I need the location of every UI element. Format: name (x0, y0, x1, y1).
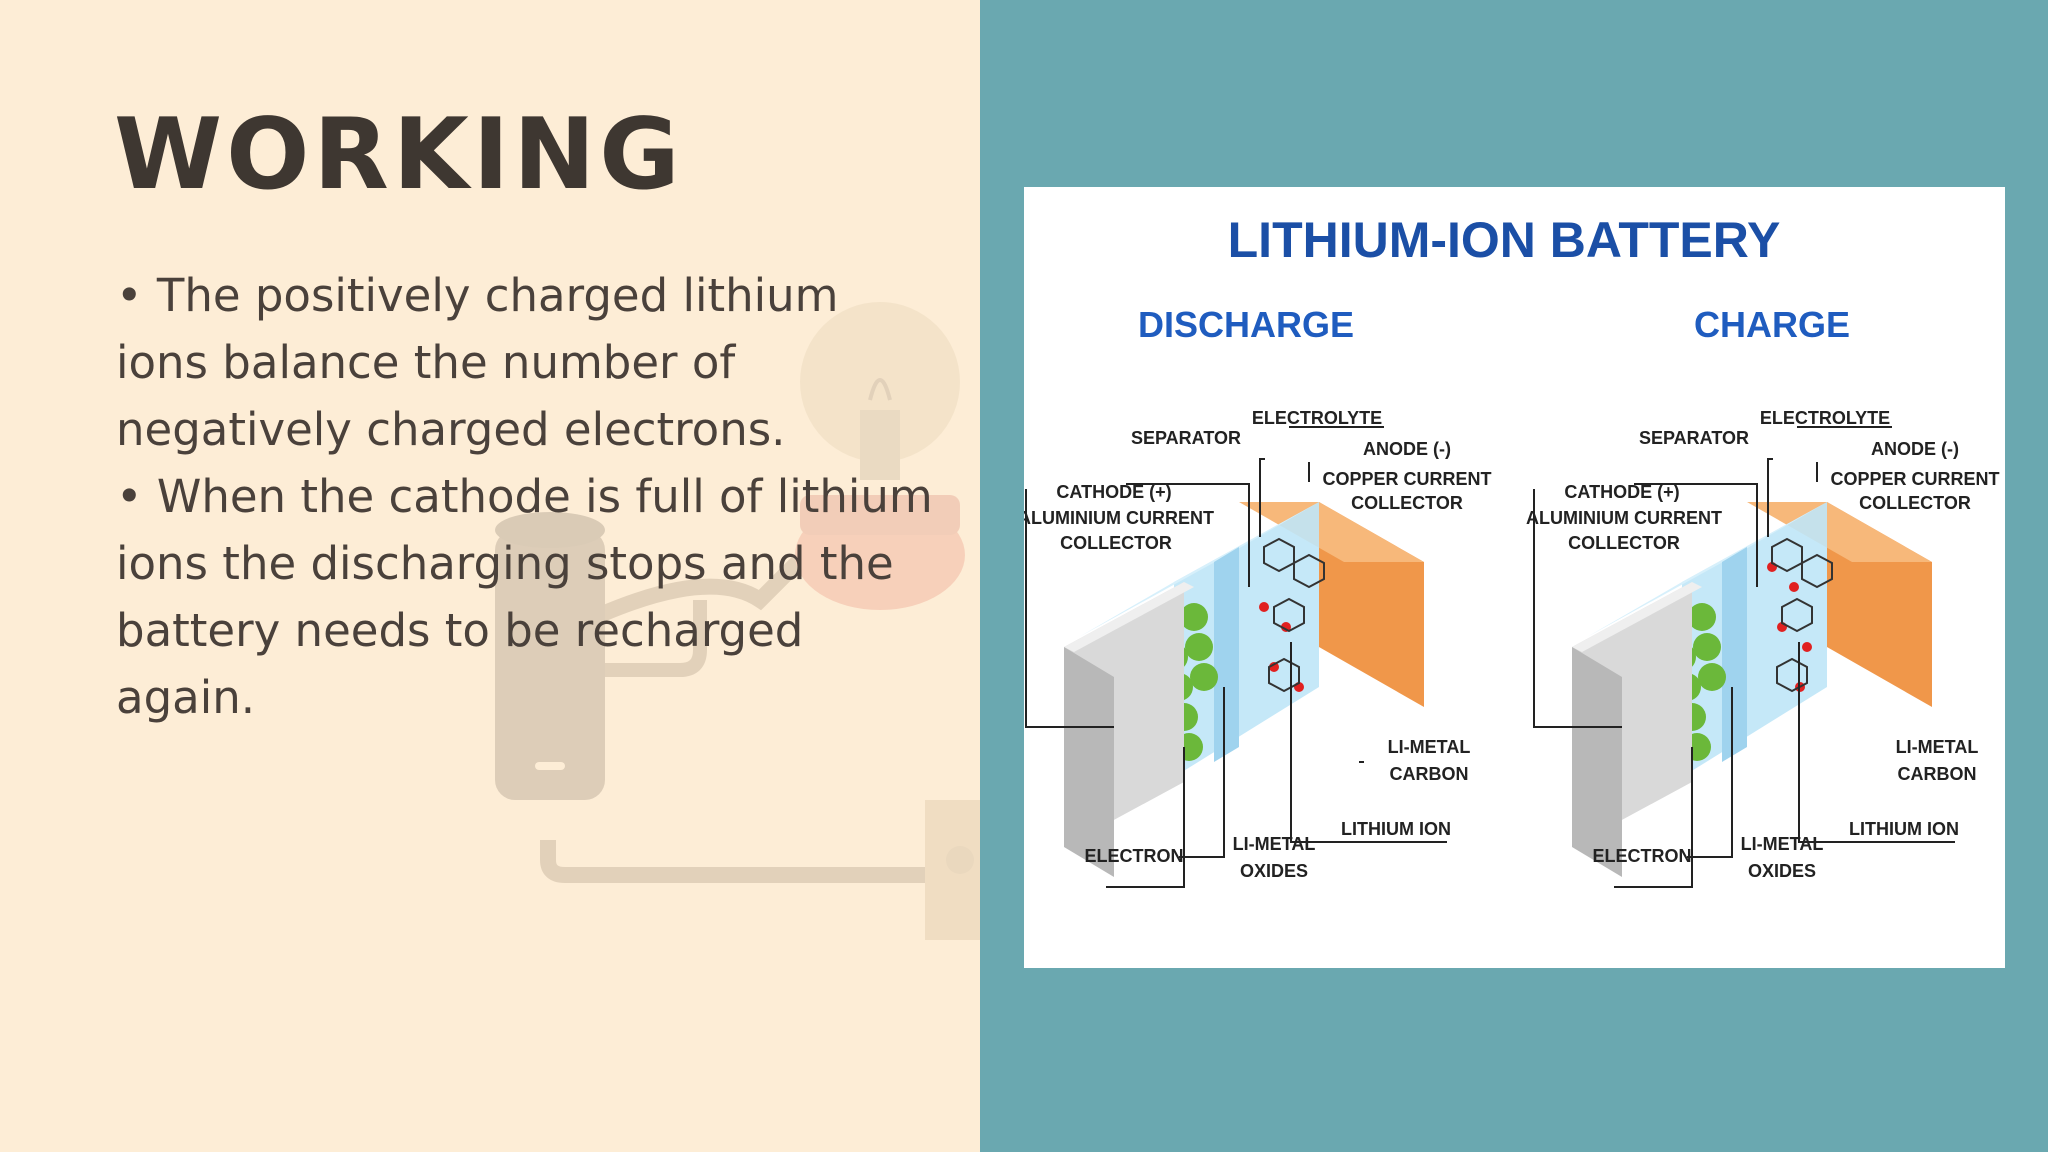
discharge-label-alu-1: ALUMINIUM CURRENT (1024, 508, 1214, 528)
li-metal-carbon (1263, 537, 1325, 693)
charge-label-limetal-1: LI-METAL (1896, 737, 1979, 757)
background-circuit-illustration (495, 302, 980, 940)
bullet-point-1: • The positively charged lithium ions ba… (116, 269, 839, 456)
battery-diagram-card: LITHIUM-ION BATTERY DISCHARGE (1024, 187, 2005, 968)
charge-label-lithium-ion: LITHIUM ION (1849, 819, 1959, 839)
charge-label-alu-1: ALUMINIUM CURRENT (1526, 508, 1722, 528)
slide-title: WORKING (114, 98, 684, 212)
discharge-label-oxides-1: LI-METAL (1233, 834, 1316, 854)
discharge-label-limetal-2: CARBON (1390, 764, 1469, 784)
discharge-label-copper-1: COPPER CURRENT (1322, 469, 1491, 489)
anode-top (1239, 502, 1424, 562)
discharge-heading: DISCHARGE (1138, 304, 1354, 345)
electrolyte (1682, 502, 1827, 777)
discharge-label-electrolyte: ELECTROLYTE (1252, 408, 1382, 428)
discharge-label-separator: SEPARATOR (1131, 428, 1241, 448)
discharge-label-oxides-2: OXIDES (1240, 861, 1308, 881)
charge-label-cathode: CATHODE (+) (1564, 482, 1679, 502)
discharge-label-limetal-1: LI-METAL (1388, 737, 1471, 757)
cathode-collector-side (1572, 647, 1622, 877)
charge-label-copper-1: COPPER CURRENT (1830, 469, 1999, 489)
charge-label-anode: ANODE (-) (1871, 439, 1959, 459)
charge-label-copper-2: COLLECTOR (1859, 493, 1971, 513)
electrolyte (1174, 502, 1319, 777)
discharge-label-alu-2: COLLECTOR (1060, 533, 1172, 553)
label-leaders (1533, 426, 1955, 888)
cathode-collector-top (1572, 582, 1702, 652)
cathode-collector-top (1064, 582, 1194, 652)
charge-label-alu-2: COLLECTOR (1568, 533, 1680, 553)
bullet-point-2: • When the cathode is full of lithium io… (116, 470, 933, 724)
cathode-collector-side (1064, 647, 1114, 877)
charge-diagram: CHARGE (1526, 304, 2000, 888)
discharge-diagram: DISCHARGE (1024, 304, 1492, 888)
charge-label-oxides-1: LI-METAL (1741, 834, 1824, 854)
charge-heading: CHARGE (1694, 304, 1850, 345)
charge-label-electron: ELECTRON (1593, 846, 1692, 866)
charge-label-separator: SEPARATOR (1639, 428, 1749, 448)
discharge-label-anode: ANODE (-) (1363, 439, 1451, 459)
anode-top (1747, 502, 1932, 562)
text-panel: WORKING • The positively charged lithium… (0, 0, 980, 1152)
slide-body: • The positively charged lithium ions ba… (116, 262, 936, 731)
battery-diagram: LITHIUM-ION BATTERY DISCHARGE (1024, 212, 2000, 888)
charge-label-oxides-2: OXIDES (1748, 861, 1816, 881)
separator (1722, 547, 1747, 762)
discharge-label-electron: ELECTRON (1085, 846, 1184, 866)
charge-label-electrolyte: ELECTROLYTE (1760, 408, 1890, 428)
discharge-label-cathode: CATHODE (+) (1056, 482, 1171, 502)
label-leaders (1025, 426, 1447, 888)
charge-label-limetal-2: CARBON (1898, 764, 1977, 784)
li-metal-carbon (1771, 537, 1833, 693)
discharge-label-lithium-ion: LITHIUM ION (1341, 819, 1451, 839)
discharge-label-copper-2: COLLECTOR (1351, 493, 1463, 513)
separator (1214, 547, 1239, 762)
diagram-title: LITHIUM-ION BATTERY (1228, 212, 1781, 268)
